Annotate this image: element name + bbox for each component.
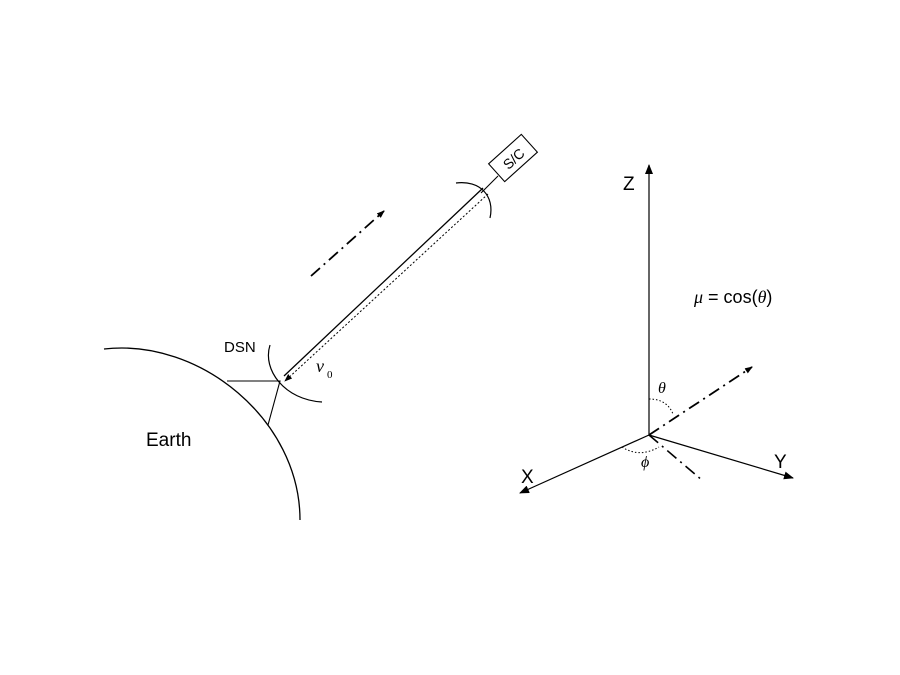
z-axis-label: Z [623,174,635,195]
station-triangle [227,380,281,426]
frequency-label: ν [316,356,324,376]
projection-line [648,434,704,482]
mu-symbol: μ [693,287,703,307]
frequency-subscript: 0 [327,369,333,381]
mu-equals-cos: = cos( [703,287,758,307]
mu-equation: μ = cos(θ) [693,287,772,307]
y-axis [648,434,794,480]
earth-label: Earth [146,430,191,451]
motion-direction-arrow [310,210,385,277]
y-axis-label: Y [774,452,787,473]
phi-label: ϕ [641,454,649,471]
mu-theta: θ [758,287,767,307]
x-axis-label: X [521,467,534,488]
signal-line-solid [283,187,484,377]
coordinate-system: Z X Y θ ϕ μ = cos(θ) [519,164,794,494]
dsn-station: DSN [224,339,323,403]
theta-arc [648,398,674,415]
mu-close: ) [766,287,772,307]
spacecraft-stem [480,175,499,194]
x-axis [519,434,650,494]
spacecraft: S/C [455,133,539,219]
dsn-label: DSN [224,339,256,356]
spacecraft-dish-arc [455,182,492,219]
signal-path: ν 0 [283,187,489,382]
signal-line-dotted [284,193,489,382]
direction-vector [648,366,753,436]
earth-group: Earth [103,347,301,521]
earth-limb [103,347,301,521]
spacecraft-box: S/C [487,133,539,183]
phi-arc [621,446,660,454]
dsn-dish-arc [267,344,323,403]
theta-label: θ [658,380,666,397]
